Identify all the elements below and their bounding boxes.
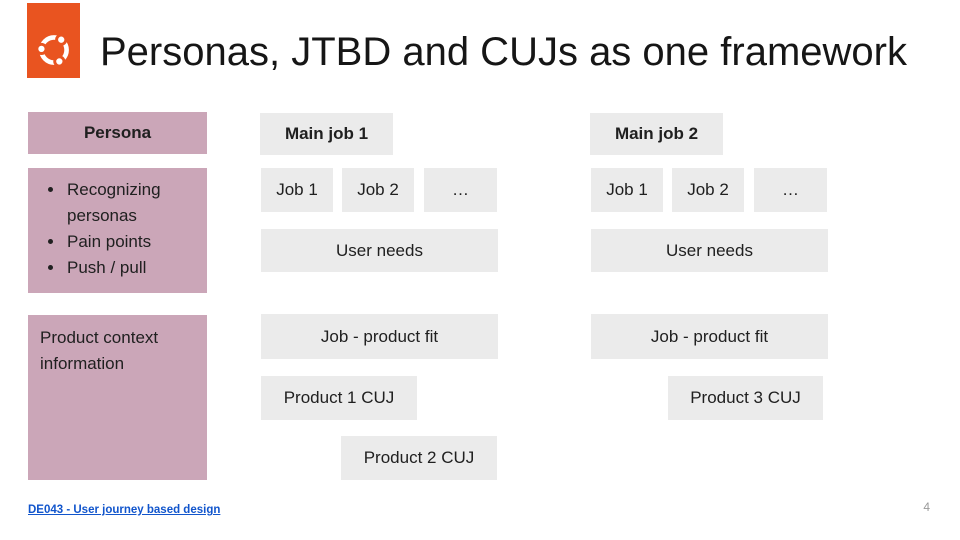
- job-ellipsis-box: …: [424, 168, 497, 212]
- persona-header-box: Persona: [28, 112, 207, 154]
- persona-bullets-box: Recognizing personas Pain points Push / …: [28, 168, 207, 293]
- slide-title: Personas, JTBD and CUJs as one framework: [100, 30, 907, 74]
- product-cuj-box: Product 1 CUJ: [261, 376, 417, 420]
- job-product-fit-box: Job - product fit: [591, 314, 828, 359]
- ubuntu-logo: [27, 3, 80, 78]
- user-needs-box: User needs: [261, 229, 498, 272]
- persona-bullet-list: Recognizing personas Pain points Push / …: [28, 177, 207, 281]
- bullet-item: Recognizing personas: [65, 177, 207, 229]
- bullet-item: Push / pull: [65, 255, 207, 281]
- job-box: Job 2: [672, 168, 744, 212]
- bullet-item: Pain points: [65, 229, 207, 255]
- product-cuj-box: Product 3 CUJ: [668, 376, 823, 420]
- user-needs-box: User needs: [591, 229, 828, 272]
- product-cuj-box: Product 2 CUJ: [341, 436, 497, 480]
- job-product-fit-box: Job - product fit: [261, 314, 498, 359]
- footer-source-link[interactable]: DE043 - User journey based design: [28, 504, 221, 516]
- main-job-2-header-box: Main job 2: [590, 113, 723, 155]
- main-job-1-header-box: Main job 1: [260, 113, 393, 155]
- circle-of-friends-icon: [34, 33, 69, 68]
- job-ellipsis-box: …: [754, 168, 827, 212]
- page-number: 4: [923, 500, 930, 514]
- job-box: Job 1: [261, 168, 333, 212]
- job-box: Job 2: [342, 168, 414, 212]
- product-context-box: Product context information: [28, 315, 207, 480]
- product-context-label: Product context information: [40, 328, 159, 373]
- job-box: Job 1: [591, 168, 663, 212]
